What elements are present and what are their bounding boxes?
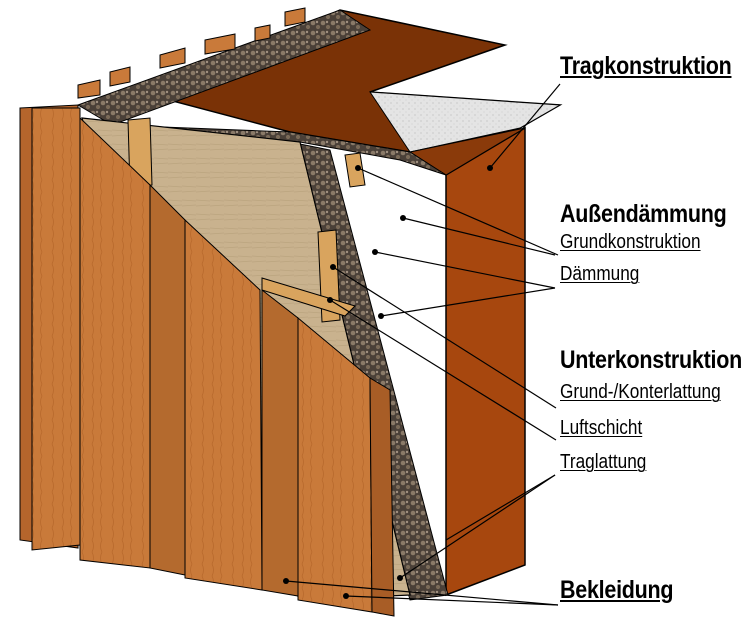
label-aussendaemmung: Außendämmung — [560, 200, 727, 228]
label-bekleidung: Bekleidung — [560, 576, 674, 604]
cladding — [19, 7, 395, 617]
label-daemmung: Dämmung — [560, 263, 640, 285]
label-traglattung: Traglattung — [560, 451, 647, 473]
leader-lines — [285, 83, 561, 606]
label-unterkonstruktion: Unterkonstruktion — [560, 346, 742, 374]
label-grund-konterlattung: Grund-/Konterlattung — [560, 381, 721, 403]
leader-dots — [283, 165, 493, 599]
label-grundkonstruktion: Grundkonstruktion — [560, 231, 701, 253]
label-tragkonstruktion: Tragkonstruktion — [560, 52, 732, 80]
label-luftschicht: Luftschicht — [560, 417, 643, 439]
bearing-wall — [147, 9, 563, 597]
